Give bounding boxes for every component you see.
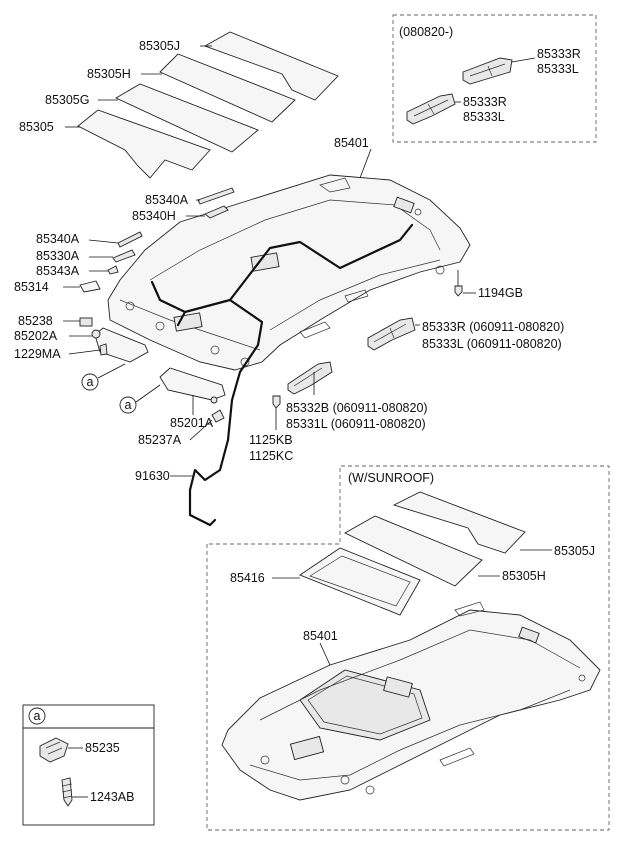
label-85202A: 85202A <box>14 329 58 343</box>
part-1194GB <box>454 285 463 297</box>
label-85238: 85238 <box>18 314 53 328</box>
bracket-85333-mid <box>367 317 416 351</box>
label-85305G: 85305G <box>45 93 89 107</box>
label-85305: 85305 <box>19 120 54 134</box>
inset-080820-title: (080820-) <box>399 25 453 39</box>
inset-sunroof-border <box>206 465 610 831</box>
inset-sunroof: (W/SUNROOF) 85305J 85305H 85416 85401 <box>206 465 610 831</box>
label-85333R-inset-lower: 85333R <box>463 95 507 109</box>
label-85201A: 85201A <box>170 416 214 430</box>
inset-sunroof-title: (W/SUNROOF) <box>348 471 434 485</box>
bracket-85332B <box>287 361 333 395</box>
label-91630: 91630 <box>135 469 170 483</box>
part-85237A <box>211 409 225 423</box>
label-1194GB: 1194GB <box>478 286 523 300</box>
inset-a: a 85235 1243AB <box>22 704 155 826</box>
label-85340A-upper: 85340A <box>145 193 189 207</box>
part-85340A-lower <box>117 231 143 248</box>
label-85333L-mid: 85333L (060911-080820) <box>422 337 562 351</box>
label-85314: 85314 <box>14 280 49 294</box>
headliner-main: 85401 <box>107 136 471 527</box>
label-85332B: 85332B (060911-080820) <box>286 401 428 415</box>
sun-visor-85201A <box>159 367 226 401</box>
right-parts: 1194GB 85333R (060911-080820) 85333L (06… <box>249 270 564 463</box>
label-85330A: 85330A <box>36 249 80 263</box>
label-1243AB: 1243AB <box>90 790 134 804</box>
left-parts: 85340A 85340H 85340A 85330A 85343A 85314… <box>14 187 235 483</box>
label-sunroof-85305J: 85305J <box>554 544 595 558</box>
inset-a-border <box>22 704 155 826</box>
sunroof-front-light <box>289 735 325 761</box>
sunroof-pad-85305H <box>344 515 483 587</box>
label-85333L-inset-upper: 85333L <box>537 62 579 76</box>
pad-85305 <box>77 109 211 179</box>
label-sunroof-85401: 85401 <box>303 629 338 643</box>
part-85314 <box>79 280 101 293</box>
inset-080820-border <box>392 14 597 143</box>
label-85235: 85235 <box>85 741 120 755</box>
sunroof-pad-85305J <box>392 491 526 554</box>
inset-a-title: a <box>34 709 41 723</box>
pad-85305G <box>115 83 259 153</box>
label-sunroof-85305H: 85305H <box>502 569 546 583</box>
callout-a-left <box>81 373 99 391</box>
part-85343A <box>107 265 119 275</box>
rear-light-opening <box>393 196 415 214</box>
label-85401-main: 85401 <box>334 136 369 150</box>
label-1229MA: 1229MA <box>14 347 61 361</box>
label-1125KB: 1125KB <box>249 433 293 447</box>
part-85340H <box>204 205 229 219</box>
label-1125KC: 1125KC <box>249 449 293 463</box>
part-1229MA <box>99 343 108 356</box>
part-85238 <box>79 317 93 327</box>
part-85340A-upper <box>197 187 235 205</box>
screw-1243AB <box>61 777 73 807</box>
sun-visor-85202A <box>94 327 149 363</box>
label-85305H: 85305H <box>87 67 131 81</box>
wire-harness-branch <box>228 223 414 302</box>
bracket-85333-upper <box>462 57 513 85</box>
callout-a-left-text: a <box>87 375 94 389</box>
label-85343A: 85343A <box>36 264 80 278</box>
label-85237A: 85237A <box>138 433 182 447</box>
part-85235 <box>39 737 69 763</box>
callout-a-right-text: a <box>125 398 132 412</box>
label-85340A-lower: 85340A <box>36 232 80 246</box>
label-85416: 85416 <box>230 571 265 585</box>
part-85330A <box>112 249 136 263</box>
label-85333R-mid: 85333R (060911-080820) <box>422 320 564 334</box>
label-85305J: 85305J <box>139 39 180 53</box>
label-85333L-inset-lower: 85333L <box>463 110 505 124</box>
callout-a-right <box>119 396 137 414</box>
sunroof-mid-light <box>383 676 413 698</box>
inset-080820: (080820-) 85333R 85333L 85333R 85333L <box>392 14 597 143</box>
sunroof-frame-85416 <box>299 547 421 616</box>
wire-harness-91630 <box>150 280 264 527</box>
screw-1125KB <box>272 395 281 409</box>
pad-85305J <box>203 31 339 101</box>
label-85340H: 85340H <box>132 209 176 223</box>
label-85333R-inset-upper: 85333R <box>537 47 581 61</box>
label-85331L: 85331L (060911-080820) <box>286 417 426 431</box>
pad-85305H <box>159 53 296 123</box>
headliner-pads: 85305J 85305H 85305G 85305 <box>19 31 339 179</box>
inset-a-badge <box>28 707 46 725</box>
